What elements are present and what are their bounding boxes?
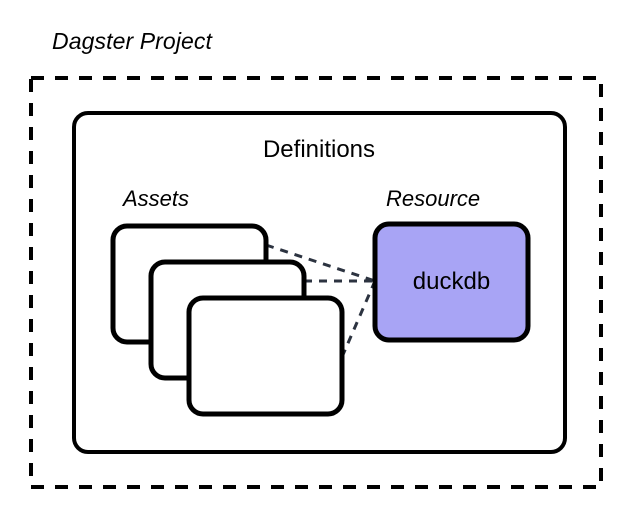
duckdb-node-label: duckdb <box>412 268 491 295</box>
duckdb-node[interactable] <box>372 221 531 343</box>
dagster-project-boundary <box>29 76 603 489</box>
connector-group <box>265 243 377 358</box>
assets-group-label: Assets <box>123 186 190 211</box>
resource-group-label: Resource <box>386 186 481 211</box>
edge-back-card-to-duckdb <box>265 243 376 283</box>
asset-card-front[interactable] <box>186 295 345 417</box>
definitions-title: Definitions <box>262 136 376 163</box>
project-title: Dagster Project <box>52 28 213 54</box>
